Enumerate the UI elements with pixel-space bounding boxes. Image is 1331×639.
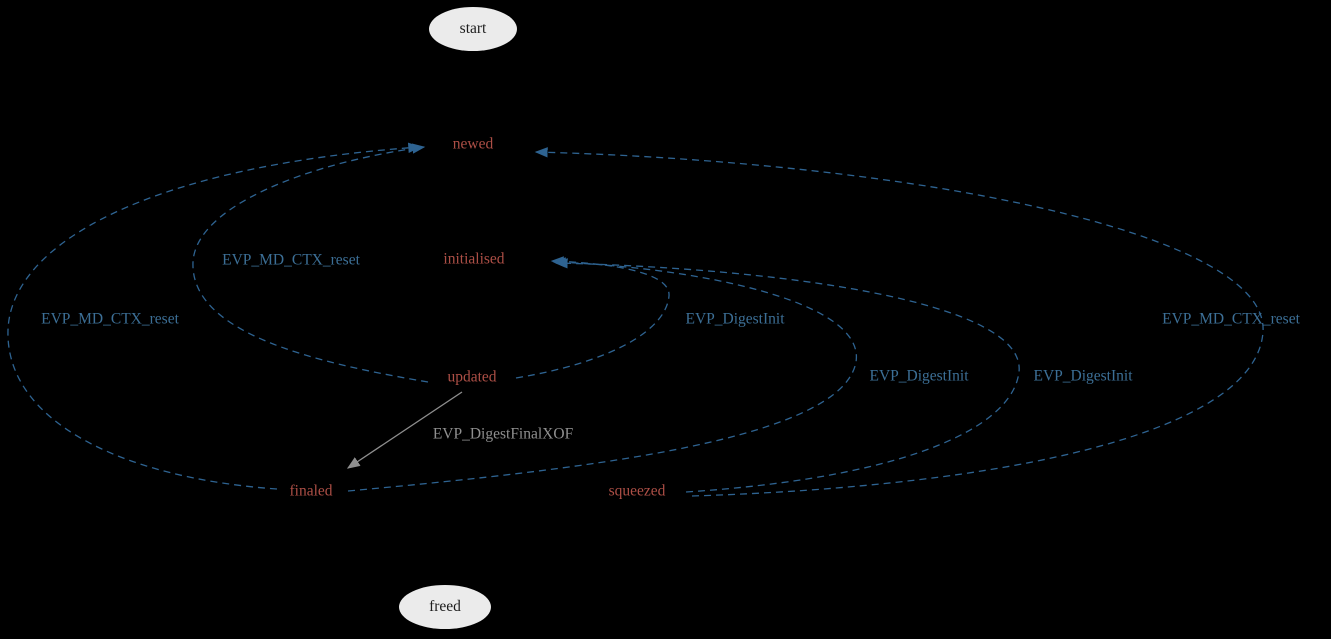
node-finaled: finaled — [289, 482, 333, 500]
node-initialised: initialised — [443, 250, 505, 268]
node-start: start — [429, 7, 517, 51]
edge-digestinit-finaled-to-initialised — [347, 257, 857, 492]
edge-digestinit-updated-to-initialised — [515, 256, 670, 379]
node-newed: newed — [452, 135, 494, 153]
edge-digestinit-squeezed-to-initialised — [554, 258, 1020, 493]
node-squeezed: squeezed — [608, 482, 666, 500]
node-freed-label: freed — [429, 598, 461, 615]
edge-label-reset-squeezed-to-newed: EVP_MD_CTX_reset — [1162, 310, 1300, 328]
edge-digestfinalxof-updated-to-finaled — [346, 391, 463, 469]
edge-label-reset-updated-to-newed: EVP_MD_CTX_reset — [222, 251, 360, 269]
node-freed: freed — [399, 585, 491, 629]
edge-label-digestinit-updated-to-initialised: EVP_DigestInit — [685, 310, 785, 328]
node-start-label: start — [459, 20, 487, 37]
edge-label-digestinit-finaled-to-initialised: EVP_DigestInit — [869, 367, 969, 385]
edge-reset-squeezed-to-newed — [534, 147, 1264, 497]
edge-label-digestfinalxof-updated-to-finaled: EVP_DigestFinalXOF — [432, 425, 574, 443]
edge-reset-updated-to-newed — [192, 143, 429, 383]
edge-label-digestinit-squeezed-to-initialised: EVP_DigestInit — [1033, 367, 1133, 385]
edge-label-reset-finaled-to-newed: EVP_MD_CTX_reset — [41, 310, 179, 328]
node-updated: updated — [447, 368, 497, 386]
edge-reset-finaled-to-newed — [7, 142, 422, 490]
